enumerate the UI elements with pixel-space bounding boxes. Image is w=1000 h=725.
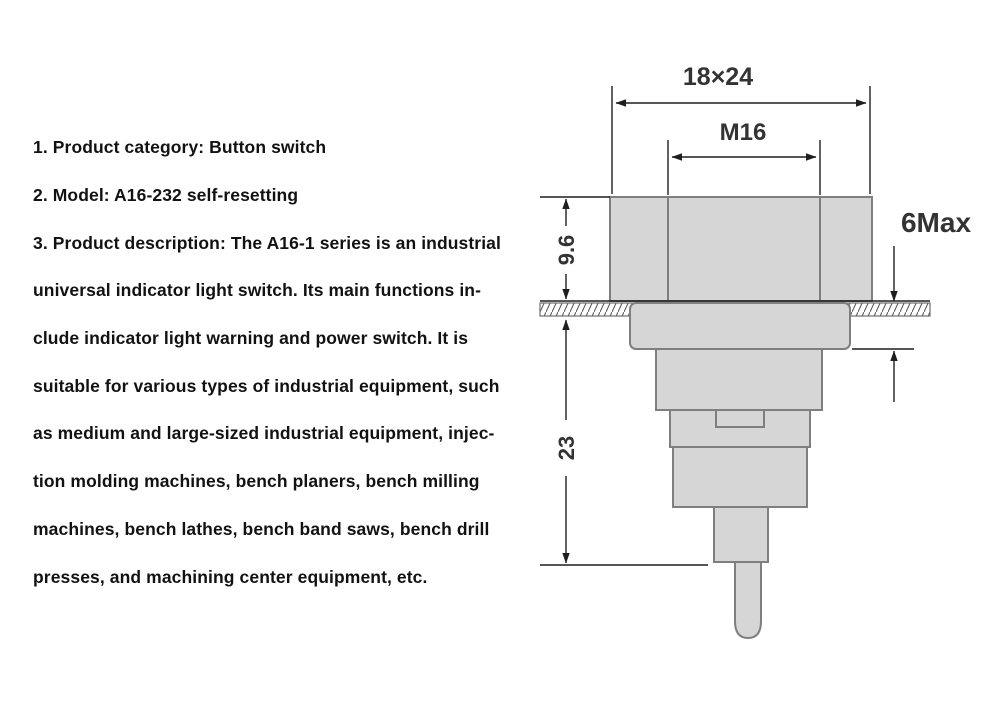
- description-line: as medium and large-sized industrial equ…: [33, 423, 495, 444]
- description-line: presses, and machining center equipment,…: [33, 566, 428, 587]
- terminal-pin: [734, 561, 762, 640]
- description-line: tion molding machines, bench planers, be…: [33, 471, 480, 492]
- description-line: universal indicator light switch. Its ma…: [33, 280, 482, 301]
- coupling-notch: [715, 410, 765, 428]
- switch-parts: [539, 196, 931, 640]
- button-head: [609, 196, 873, 302]
- bezel-ring: [629, 302, 851, 350]
- description-line: 1. Product category: Button switch: [33, 137, 327, 158]
- product-description: 1. Product category: Button switch 2. Mo…: [33, 124, 509, 601]
- dimension-lines: [540, 86, 930, 566]
- lower-body-block: [672, 446, 808, 508]
- dim-label-body-height: 23: [554, 436, 579, 460]
- dim-label-head-height: 9.6: [554, 235, 579, 266]
- description-line: machines, bench lathes, bench band saws,…: [33, 518, 490, 539]
- dim-label-thread: M16: [720, 119, 767, 146]
- upper-body-block: [655, 348, 823, 411]
- description-line: clude indicator light warning and power …: [33, 328, 469, 349]
- dim-label-head-size: 18×24: [683, 63, 753, 91]
- description-line: 2. Model: A16-232 self-resetting: [33, 185, 299, 206]
- description-line: suitable for various types of industrial…: [33, 375, 500, 396]
- terminal-base: [713, 506, 769, 563]
- description-line: 3. Product description: The A16-1 series…: [33, 232, 501, 253]
- dim-label-panel-max: 6Max: [901, 207, 971, 238]
- coupling-block: [669, 409, 811, 448]
